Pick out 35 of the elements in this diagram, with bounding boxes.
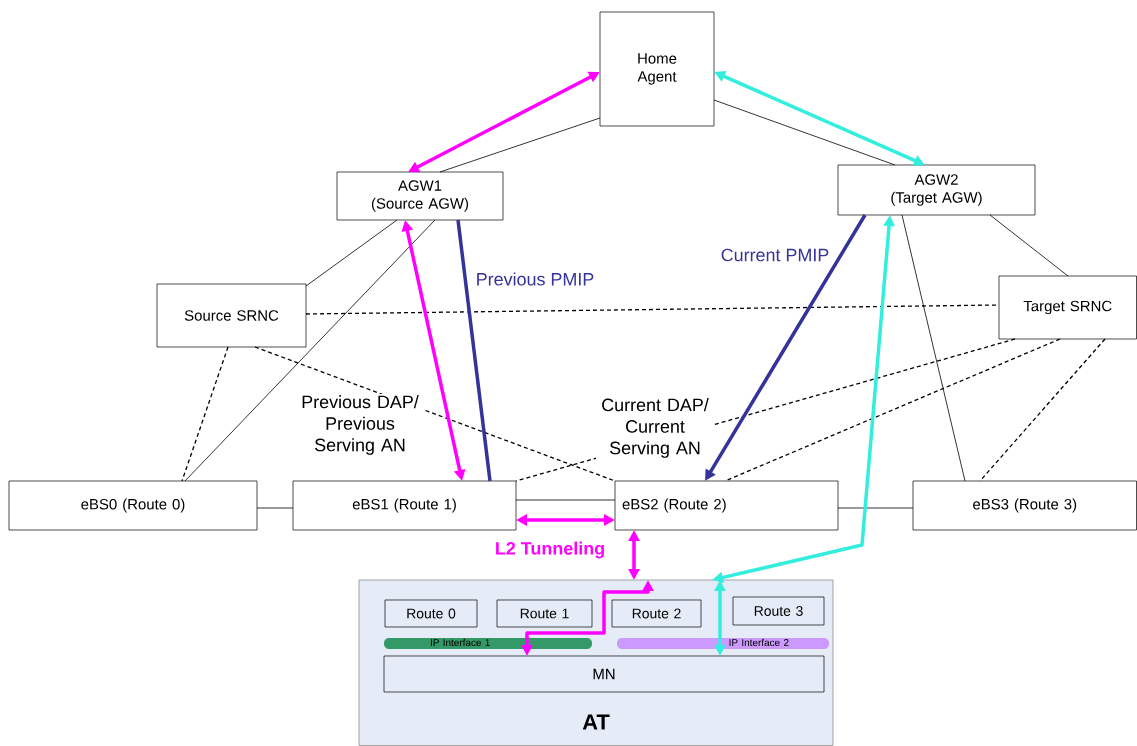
connection-line	[989, 214, 1069, 277]
base-station-box: eBS0 (Route 0)	[8, 480, 258, 531]
connection-line	[901, 214, 966, 482]
connection-line	[305, 219, 398, 287]
controller-box: Source SRNC	[156, 283, 307, 348]
agent-box: Home Agent	[599, 11, 715, 127]
connection-line	[184, 219, 436, 482]
dashed-line	[724, 338, 1061, 482]
annotation-text: Previous DAP/ Previous Serving AN	[297, 394, 423, 456]
edge-label: Previous PMIP	[474, 271, 596, 287]
interface-bar: IP Interface 2	[617, 638, 829, 649]
annotation-text: Current DAP/ Current Serving AN	[596, 397, 714, 459]
route-box: Route 1	[496, 599, 593, 628]
route-box: Route 0	[384, 599, 478, 628]
route-box: Route 2	[611, 599, 702, 628]
connection-line	[256, 507, 294, 509]
edge-label: Current PMIP	[719, 247, 831, 263]
connection-line	[456, 219, 492, 482]
base-station-box: eBS1 (Route 1)	[292, 480, 517, 531]
connection-line	[515, 499, 616, 501]
interface-bar: IP Interface 1	[384, 638, 592, 649]
connection-line	[713, 99, 896, 166]
base-station-box: eBS3 (Route 3)	[912, 480, 1137, 531]
edge-label: L2 Tunneling	[493, 540, 607, 560]
connection-line	[837, 507, 914, 509]
gateway-box: AGW2 (Target AGW)	[837, 164, 1036, 216]
connection-line	[439, 117, 601, 173]
dashed-line	[979, 338, 1106, 482]
dashed-line	[181, 346, 229, 482]
dashed-line	[254, 346, 616, 482]
route-box: Route 3	[732, 596, 825, 626]
base-station-box: eBS2 (Route 2)	[614, 480, 839, 531]
mn-box: MN	[383, 655, 825, 693]
gateway-box: AGW1 (Source AGW)	[336, 171, 504, 221]
controller-box: Target SRNC	[998, 275, 1137, 340]
